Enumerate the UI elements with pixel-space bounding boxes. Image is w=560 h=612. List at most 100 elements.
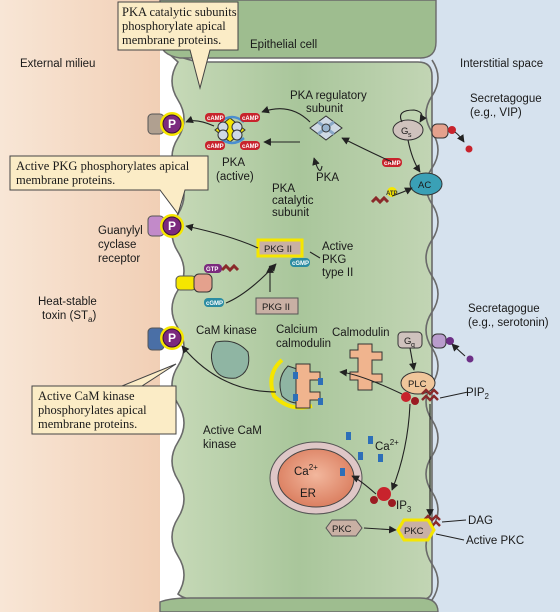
active-camk-line1: Active CaM [203, 425, 262, 437]
callout-pka-line1: PKA catalytic subunits [122, 5, 237, 19]
ca-ion-2 [346, 432, 351, 440]
sta-subscript: a [88, 315, 93, 324]
camk-inactive [210, 340, 250, 379]
adenylyl-cyclase: AC [409, 172, 443, 196]
pka-catalytic-line1: PKA [272, 183, 295, 195]
apical-protein-camk: P [147, 326, 184, 351]
er-label: ER [300, 488, 316, 500]
gs-subscript: s [408, 132, 412, 139]
phospholipase-c: PLC [400, 371, 439, 405]
ip3-label: IP3 [396, 500, 412, 514]
interstitial-space-bg [420, 0, 560, 612]
tight-junction-bottom [159, 597, 439, 612]
cgmp-produced [204, 298, 224, 307]
pkc-inactive: PKC [325, 519, 363, 537]
pka-label: PKA [316, 172, 339, 184]
callout-camk-line1: Active CaM kinase [38, 389, 135, 403]
pkc-inactive-label: PKC [332, 524, 352, 535]
calmodulin-inactive [349, 343, 383, 391]
phospho-label-pka: P [168, 117, 176, 131]
phospho-label-camk: P [168, 331, 176, 345]
camp-tag-3: cAMP [207, 144, 224, 150]
ca-ion-4 [378, 454, 383, 462]
pka-regulatory-line2: subunit [306, 103, 344, 115]
ac-label: AC [418, 180, 431, 191]
callout-pka-line2: phosphorylate apical [122, 19, 226, 33]
callout-camk-line2: phosphorylates apical [38, 403, 147, 417]
serotonin-ligand [466, 355, 474, 363]
callout-pkg: Active PKG phosphorylates apical membran… [9, 155, 209, 216]
active-pkg-line3: type II [322, 267, 353, 279]
secretagogue-ser-line2: (e.g., serotonin) [468, 317, 549, 329]
dag-label: DAG [468, 515, 493, 527]
pkc-active-label: PKC [404, 526, 424, 537]
gtp-label: GTP [206, 267, 218, 273]
pka-catalytic-line2: catalytic [272, 195, 314, 207]
pathway-arrows [181, 106, 469, 541]
endoplasmic-reticulum: ER Ca2+ [269, 441, 363, 515]
ca-ion-1 [358, 452, 363, 460]
ca-calmodulin-line2: calmodulin [276, 338, 331, 350]
atp-molecule: ATP [370, 187, 398, 205]
pka-active-label-line2: (active) [216, 171, 254, 183]
pka-active-label-line1: PKA [222, 157, 245, 169]
gtp-molecule: GTP [204, 263, 240, 273]
apical-protein-pka: P [147, 112, 184, 136]
camp-produced-label: cAMP [384, 161, 401, 167]
active-pkc-label: Active PKC [466, 535, 524, 547]
serotonin-receptor [431, 333, 454, 349]
secretagogue-vip-line1: Secretagogue [470, 93, 542, 105]
gq-subscript: q [411, 342, 415, 349]
callout-camk: Active CaM kinase phosphorylates apical … [31, 363, 177, 435]
pka-active-complex: cAMP cAMP cAMP cAMP [205, 113, 260, 150]
sta-line2: toxin (STa) [42, 310, 96, 324]
camk-label: CaM kinase [196, 325, 257, 337]
camp-tag-2: cAMP [242, 116, 259, 122]
pkc-active: PKC [396, 518, 436, 542]
pka-holoenzyme [309, 115, 343, 141]
secretagogue-ser-line1: Secretagogue [468, 303, 540, 315]
gs-label: G [401, 126, 408, 137]
ca-ion-3 [368, 436, 373, 444]
vip-receptor [431, 123, 456, 139]
ip3-molecule [370, 487, 396, 507]
gs-protein: G s [392, 119, 424, 141]
active-pkg-line2: PKG [322, 254, 346, 266]
vip-ligand [465, 145, 473, 153]
ca-in-er: Ca2+ [294, 463, 318, 478]
callout-pkg-line2: membrane proteins. [16, 173, 115, 187]
pip2-label: PIP2 [466, 387, 490, 401]
callout-pka: PKA catalytic subunits phosphorylate api… [117, 1, 239, 90]
callout-camk-line3: membrane proteins. [38, 417, 137, 431]
pka-catalytic-line3: subunit [272, 207, 310, 219]
epithelial-cell-label: Epithelial cell [250, 39, 317, 51]
pkg-active: PKG II cGMP [256, 238, 310, 267]
active-pkg-line1: Active [322, 241, 353, 253]
camp-tag-4: cAMP [242, 144, 259, 150]
guanylyl-line2: cyclase [98, 239, 136, 251]
cgmp-produced-label: cGMP [206, 301, 223, 307]
guanylyl-line1: Guanylyl [98, 225, 143, 237]
apical-protein-pkg: P [147, 214, 184, 238]
cgmp-bound-label: cGMP [292, 261, 309, 267]
external-milieu-label: External milieu [20, 58, 95, 70]
callout-pka-line3: membrane proteins. [122, 33, 221, 47]
external-milieu-bg [0, 0, 160, 612]
interstitial-space-label: Interstitial space [460, 58, 543, 70]
calmodulin-label: Calmodulin [332, 327, 390, 339]
sta-line1: Heat-stable [38, 296, 97, 308]
ca-cytosol-label: Ca2+ [375, 438, 399, 453]
atp-label: ATP [386, 191, 398, 197]
basolateral-membrane [425, 59, 439, 601]
active-camk-line2: kinase [203, 439, 236, 451]
gq-label: G [404, 336, 411, 347]
phospho-label-pkg: P [168, 219, 176, 233]
guanylyl-cyclase-receptor [175, 273, 213, 293]
active-camk-complex [269, 358, 323, 410]
pkg-active-label: PKG II [264, 244, 292, 255]
sta-text: toxin (ST [42, 310, 88, 322]
plc-label: PLC [408, 379, 427, 390]
callout-pkg-line1: Active PKG phosphorylates apical [16, 159, 190, 173]
